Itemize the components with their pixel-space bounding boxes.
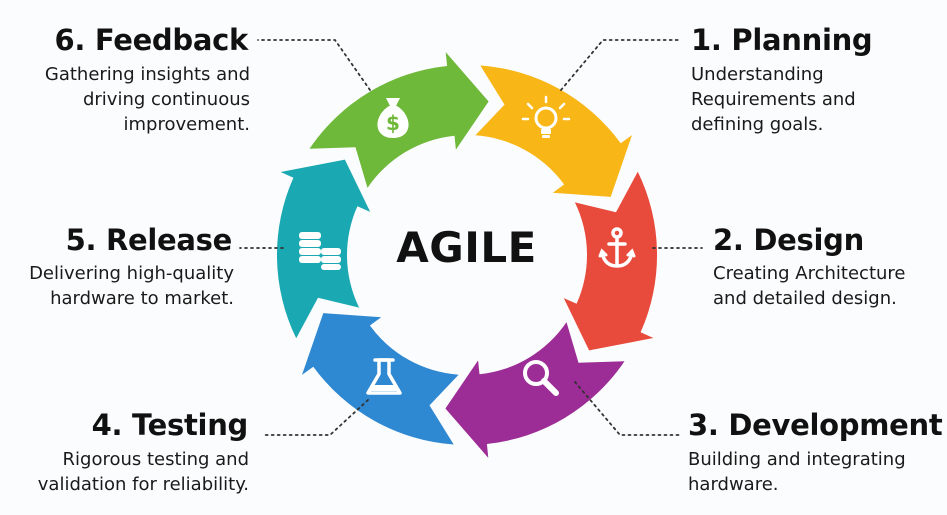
connector-testing: [261, 399, 369, 436]
connector-development: [574, 381, 682, 436]
lightbulb-icon: [521, 95, 571, 138]
svg-text:$: $: [386, 111, 400, 135]
money-bag-icon: $: [377, 98, 409, 138]
release-title: 5. Release: [65, 223, 233, 257]
connector-feedback: [257, 39, 371, 91]
design-title: 2. Design: [713, 223, 864, 257]
anchor-icon: [598, 227, 636, 268]
connector-planning: [560, 39, 681, 91]
feedback-title: 6. Feedback: [54, 23, 248, 57]
magnifier-icon: [523, 360, 559, 396]
design-segment: [563, 171, 658, 351]
testing-title: 4. Testing: [91, 408, 249, 442]
development-title: 3. Development: [688, 408, 943, 442]
coins-icon: [299, 232, 341, 270]
development-segment: [445, 322, 625, 458]
planning-title: 1. Planning: [691, 23, 873, 57]
planning-segment: [475, 65, 632, 197]
testing-segment: [302, 313, 459, 445]
agile-center-label: AGILE: [396, 223, 537, 272]
flask-icon: [366, 358, 402, 395]
